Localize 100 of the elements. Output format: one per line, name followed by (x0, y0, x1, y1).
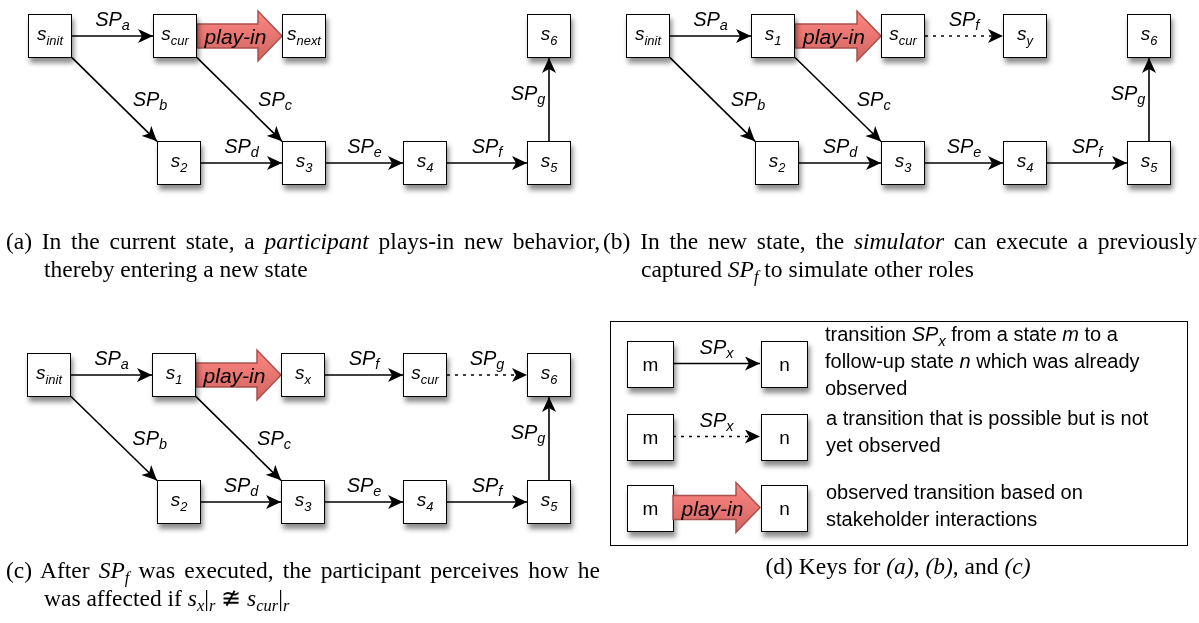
arrow (669, 29, 752, 43)
state-label: s$_{4}$ (416, 151, 434, 175)
state-box (1003, 141, 1047, 185)
state-box (761, 341, 808, 388)
state-label: m (642, 499, 659, 518)
figure-caption: (d) Keys for (a), (b), and (c) (764, 552, 1032, 580)
block-arrow (794, 9, 883, 63)
arrow (446, 156, 528, 170)
figure-caption: (a) In the current state, a participant plays-in new behavior, thereby entering a new state (6, 227, 600, 283)
arrow (71, 56, 158, 143)
state-box (28, 14, 72, 58)
arrow-label: play-in (680, 497, 745, 518)
dashed-arrow (672, 429, 761, 444)
key-description: a transition that is possible but is not yet observed (826, 406, 1150, 458)
state-label: s$_{cur}$ (889, 24, 917, 48)
state-label: s$_{5}$ (1140, 151, 1158, 175)
state-label: s$_{cur}$ (161, 24, 189, 48)
edge-label: SP$_{f}$ (470, 475, 504, 499)
edge-label: SP$_{f}$ (947, 9, 981, 33)
state-box (403, 480, 447, 524)
state-box (152, 353, 196, 397)
state-box (1127, 141, 1171, 185)
state-label: s$_{next}$ (287, 24, 321, 48)
arrow-label: play-in (203, 25, 268, 47)
state-box (403, 353, 447, 397)
state-label: s$_{y}$ (1017, 24, 1033, 48)
state-label: s$_{6}$ (540, 24, 558, 48)
state-box (626, 14, 670, 58)
state-box (157, 480, 201, 524)
state-label: s$_{2}$ (170, 151, 188, 175)
state-label: s$_{4}$ (416, 490, 434, 514)
state-label: s$_{5}$ (540, 151, 558, 175)
state-label: s$_{4}$ (1016, 151, 1034, 175)
arrow (542, 57, 556, 142)
edge-label: SP$_{d}$ (223, 136, 260, 160)
block-arrow (672, 480, 762, 535)
state-label: m (642, 355, 659, 374)
state-label: n (779, 428, 790, 447)
state-box (282, 14, 326, 58)
state-box (527, 353, 571, 397)
state-label: s$_{6}$ (1140, 24, 1158, 48)
state-box (403, 141, 447, 185)
state-box (627, 341, 674, 388)
arrow (672, 356, 761, 371)
edge-label: SP$_{a}$ (93, 348, 130, 372)
state-box (27, 353, 71, 397)
state-box (281, 353, 325, 397)
arrow (70, 395, 158, 482)
edge-label: SP$_{f}$ (1070, 136, 1104, 160)
edge-label: SP$_{e}$ (346, 136, 383, 160)
arrow (794, 56, 882, 143)
state-label: s$_{3}$ (894, 151, 912, 175)
edge-label: SP$_{f}$ (470, 136, 504, 160)
dashed-arrow (924, 29, 1004, 43)
edge-label: SP$_{f}$ (347, 348, 381, 372)
arrow (1046, 156, 1128, 170)
state-box (1003, 14, 1047, 58)
edge-label: SP$_{g}$ (509, 422, 547, 447)
state-box (755, 141, 799, 185)
state-label: s$_{init}$ (635, 24, 661, 48)
state-box (751, 14, 795, 58)
edge-label: SP$_{a}$ (692, 9, 729, 33)
arrow (324, 368, 404, 382)
arrow (669, 56, 756, 143)
arrow (71, 29, 154, 43)
state-label: s$_{cur}$ (411, 363, 439, 387)
edge-label: SP$_{g}$ (1109, 83, 1147, 108)
state-label: n (779, 355, 790, 374)
state-box (1127, 14, 1171, 58)
figure-caption: (c) After SP$_{f}$ was executed, the participant perceives how he was affected if s$_{x}$|$_{r}$ ≇ s$_{cur}$|$_{r}$ (6, 556, 600, 612)
state-box (761, 414, 808, 461)
state-label: m (642, 428, 659, 447)
state-label: s$_{2}$ (170, 490, 188, 514)
arrow (70, 368, 153, 382)
arrow (324, 495, 404, 509)
state-box (881, 14, 925, 58)
state-label: s$_{3}$ (294, 490, 312, 514)
state-box (881, 141, 925, 185)
arrow (195, 395, 282, 482)
edge-label: SP$_{e}$ (945, 136, 983, 160)
arrow-label: play-in (202, 364, 267, 386)
state-box (153, 14, 197, 58)
arrow (1142, 57, 1156, 142)
arrow (200, 156, 283, 170)
state-box (527, 141, 571, 185)
state-label: s$_{1}$ (165, 363, 183, 387)
state-box (627, 414, 674, 461)
state-box (157, 141, 201, 185)
state-box (627, 485, 674, 532)
edge-label: SP$_{g}$ (468, 348, 506, 372)
arrow-label: play-in (802, 25, 866, 47)
state-box (282, 141, 326, 185)
state-label: n (779, 499, 790, 518)
state-label: s$_{5}$ (540, 490, 558, 514)
state-label: s$_{init}$ (36, 363, 62, 387)
state-label: s$_{2}$ (768, 151, 786, 175)
arrow (200, 495, 282, 509)
edge-label: SP$_{d}$ (222, 475, 260, 499)
arrow (542, 396, 556, 481)
state-box (527, 480, 571, 524)
